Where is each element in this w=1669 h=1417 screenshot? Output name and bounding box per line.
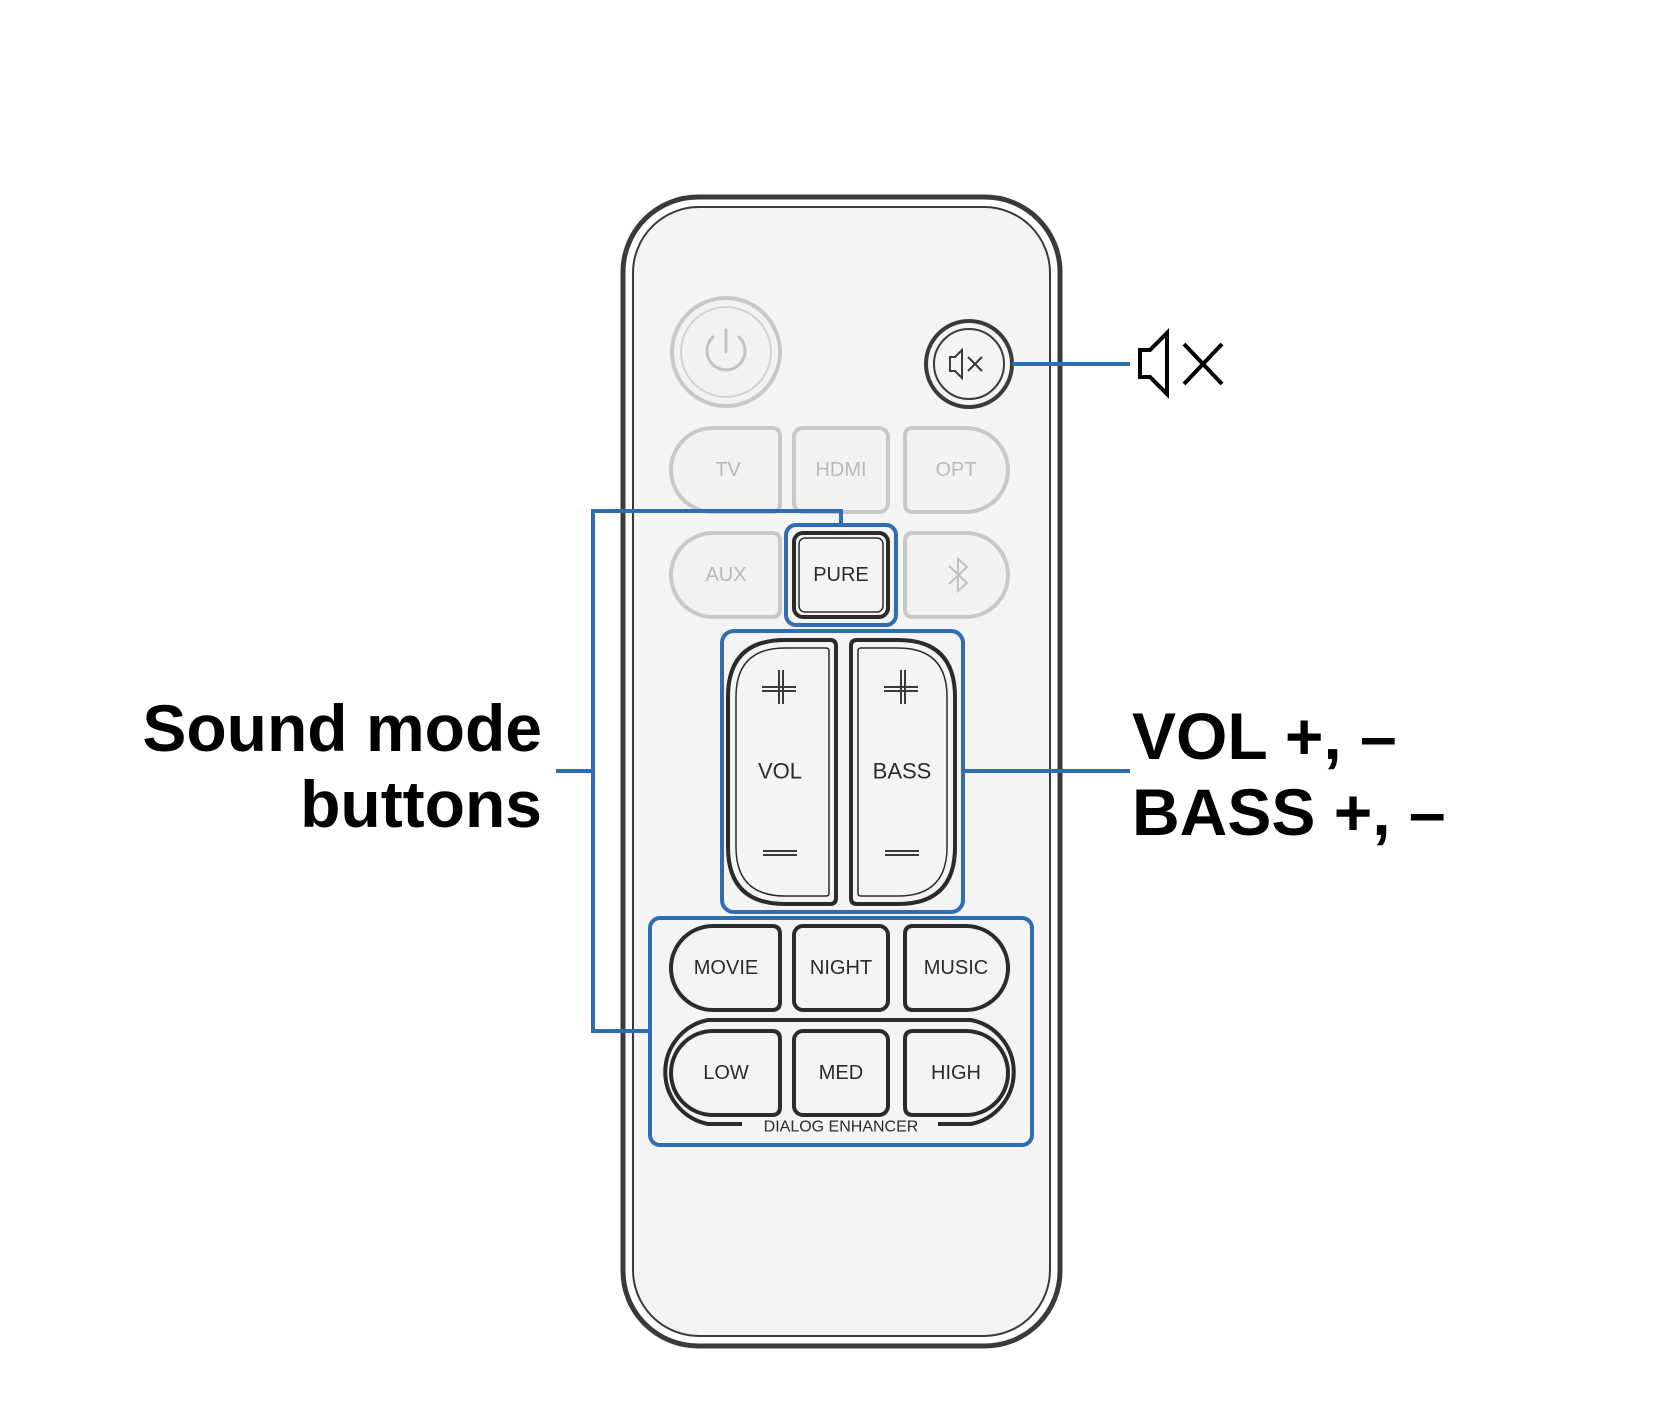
vol-minus-icon[interactable] [763,850,797,856]
sound-mode-callout-line2: buttons [300,767,542,841]
vol-callout-line1: VOL +, – [1132,699,1397,773]
power-button[interactable] [670,296,782,408]
speaker-mute-icon [1138,328,1224,399]
vol-callout-line2: BASS +, – [1132,775,1446,849]
aux-button-label: AUX [705,564,746,586]
opt-button-label: OPT [935,459,976,481]
high-button[interactable]: HIGH [903,1029,1010,1117]
sound-mode-row: MOVIE NIGHT MUSIC [669,924,1010,1012]
night-button-label: NIGHT [810,957,872,979]
vol-rocker[interactable]: VOL [726,638,838,906]
dialog-enhancer-group: LOW MED HIGH DIALOG ENHANCER [663,1018,1016,1136]
music-button-label: MUSIC [924,957,988,979]
pure-button[interactable]: PURE [792,531,890,619]
hdmi-button-label: HDMI [815,459,866,481]
speaker-mute-icon [949,347,983,381]
high-button-label: HIGH [931,1062,981,1084]
bluetooth-icon [948,556,969,594]
dialog-enhancer-label: DIALOG ENHANCER [764,1119,919,1136]
night-button[interactable]: NIGHT [792,924,890,1012]
sound-mode-callout: Sound mode buttons [142,690,542,842]
movie-button[interactable]: MOVIE [669,924,782,1012]
bass-minus-icon[interactable] [885,850,919,856]
sound-mode-bracket [591,509,843,1033]
opt-button[interactable]: OPT [903,426,1010,514]
bass-rocker[interactable]: BASS [849,638,957,906]
med-button-label: MED [819,1062,863,1084]
pure-button-label: PURE [813,564,869,586]
power-icon [705,328,747,372]
aux-button[interactable]: AUX [669,531,782,619]
vol-plus-icon[interactable] [762,670,796,704]
sound-mode-callout-line1: Sound mode [142,691,542,765]
source-row-2: AUX PURE [669,531,1010,619]
vol-label: VOL [758,759,802,784]
vol-bass-group: VOL BASS [726,638,957,906]
bluetooth-button[interactable] [903,531,1010,619]
tv-button-label: TV [715,459,741,481]
med-button[interactable]: MED [792,1029,890,1117]
bass-label: BASS [873,759,932,784]
highlights [556,362,1130,1147]
source-row-1: TV HDMI OPT [669,426,1010,514]
music-button[interactable]: MUSIC [903,924,1010,1012]
low-button-label: LOW [703,1062,749,1084]
tv-button[interactable]: TV [669,426,782,514]
hdmi-button[interactable]: HDMI [792,426,890,514]
vol-bass-callout: VOL +, – BASS +, – [1132,698,1446,850]
bass-plus-icon[interactable] [884,670,918,704]
movie-button-label: MOVIE [694,957,758,979]
low-button[interactable]: LOW [669,1029,782,1117]
mute-button[interactable] [924,319,1014,409]
dialog-enhancer-frame [663,1018,1016,1126]
